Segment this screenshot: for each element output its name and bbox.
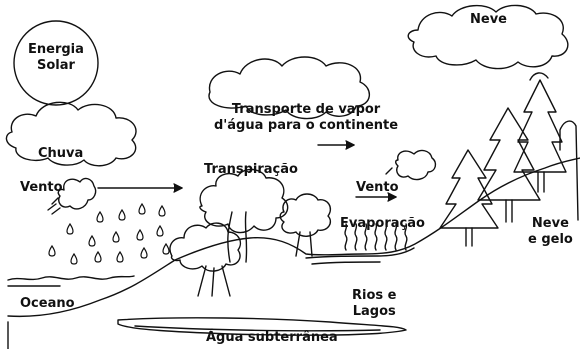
cloud-snow (407, 4, 569, 70)
label-evaporation: Evaporação (340, 216, 425, 231)
label-snow-top: Neve (470, 12, 507, 27)
label-vapor-transport: Transporte de vapor d'água para o contin… (214, 102, 399, 133)
label-wind-left: Vento (20, 180, 63, 195)
ground-line (7, 157, 580, 318)
wind-gust-left (47, 177, 97, 215)
cloud-rain (5, 101, 137, 167)
label-transpiration: Transpiração (204, 162, 298, 177)
wind-gust-right (385, 149, 437, 181)
label-solar-energy: Energia Solar (28, 42, 84, 73)
ocean-waves (7, 275, 135, 281)
label-rivers-lakes: Rios e Lagos (352, 288, 397, 319)
label-rain: Chuva (38, 146, 84, 161)
label-ocean: Oceano (20, 296, 75, 311)
small-tree (279, 193, 332, 257)
big-tree (169, 168, 289, 297)
label-wind-right: Vento (356, 180, 399, 195)
label-groundwater: Água subterrânea (206, 330, 338, 345)
rain-drops (48, 202, 170, 265)
groundwater-layer (117, 317, 407, 336)
evaporation-lines (344, 223, 408, 251)
pine-trees (439, 72, 579, 247)
cloud-transport (208, 56, 370, 120)
label-snow-ice: Neve e gelo (528, 216, 573, 248)
lake-surface (305, 247, 415, 259)
sun-circle (13, 20, 99, 106)
